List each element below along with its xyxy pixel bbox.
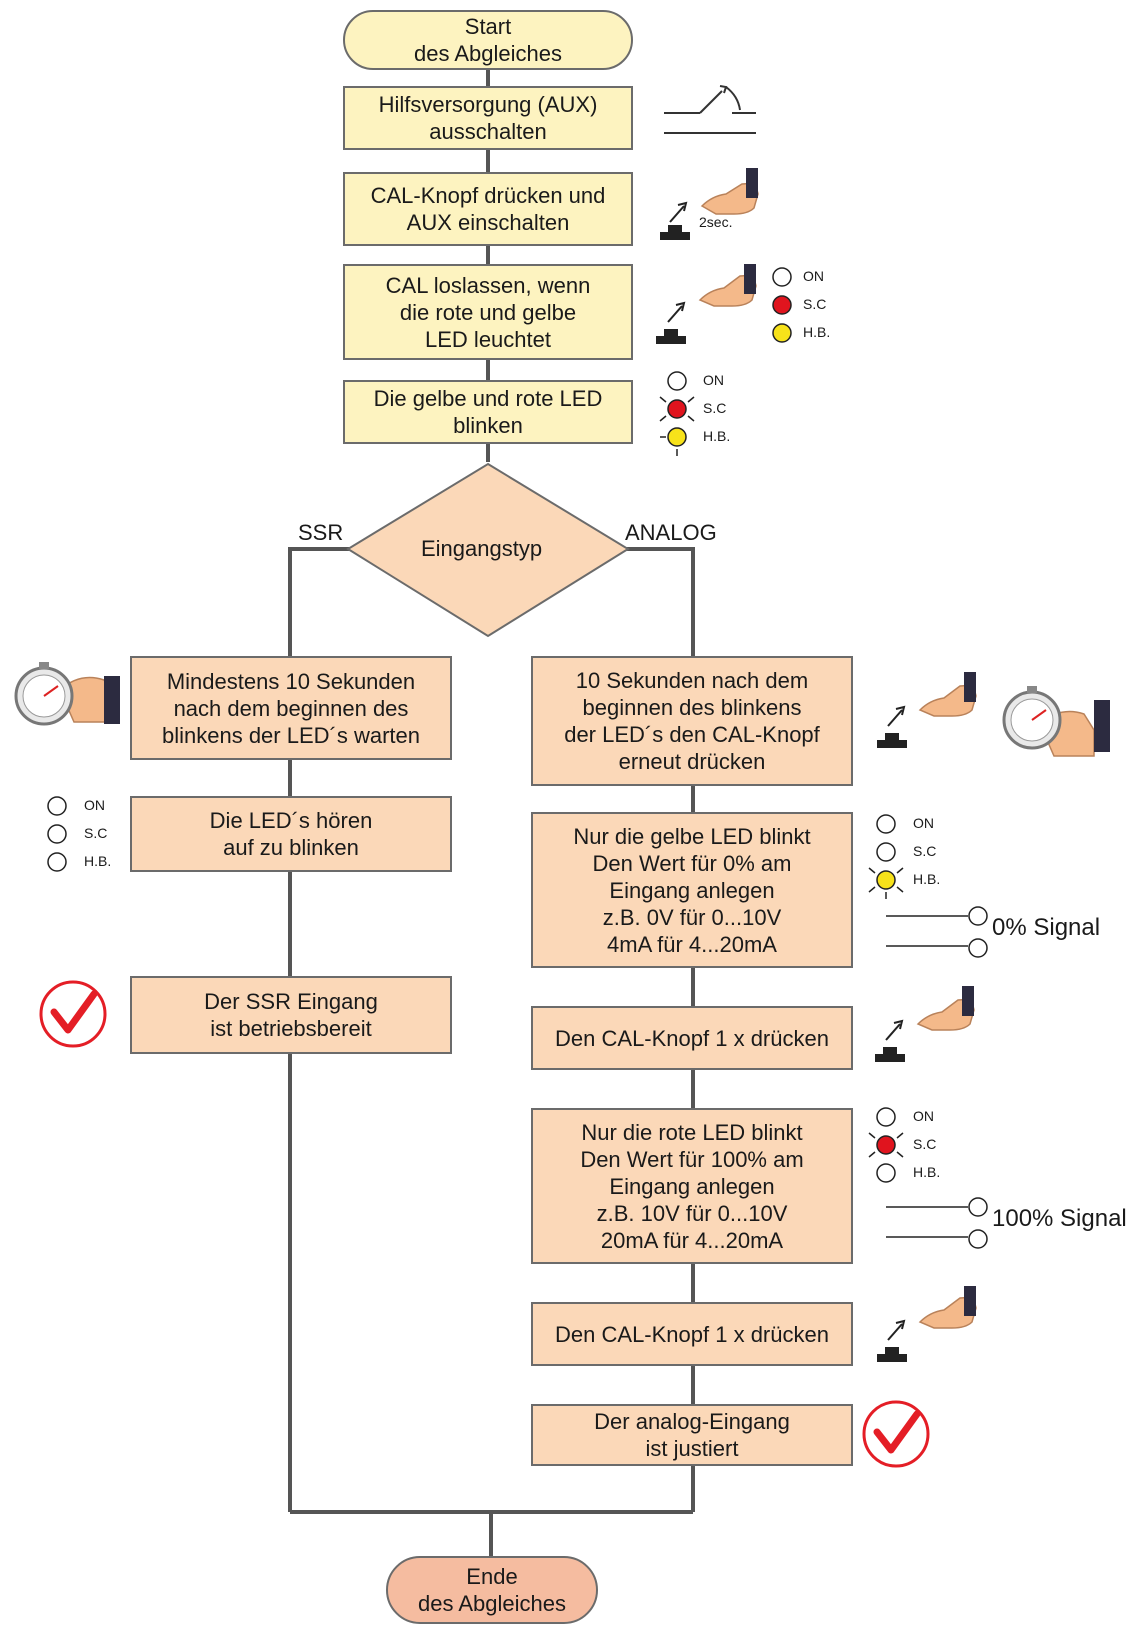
hand-press-icon <box>887 1286 977 1341</box>
end-line1: Ende <box>466 1564 518 1589</box>
start-terminal: Start des Abgleiches <box>343 10 633 70</box>
analog-adjusted-line1: Der analog-Eingang <box>594 1409 790 1434</box>
analog-press-again-line1: 10 Sekunden nach dem <box>575 668 809 693</box>
ssr-ready-step: Der SSR Eingang ist betriebsbereit <box>130 976 452 1054</box>
led-label-sc: S.C <box>84 825 108 841</box>
analog-hundred-line1: Nur die rote LED blinkt <box>581 1119 803 1145</box>
analog-hundred-line3: Eingang anlegen <box>609 1173 775 1199</box>
led-indicator-icon <box>868 814 904 899</box>
analog-zero-line1: Nur die gelbe LED blinkt <box>573 823 811 849</box>
signal-label-zero: 0% Signal <box>992 914 1101 941</box>
led-label-hb: H.B. <box>84 853 112 869</box>
analog-press2-line1: Den CAL-Knopf 1 x drücken <box>555 1321 829 1347</box>
ssr-wait-step: Mindestens 10 Sekunden nach dem beginnen… <box>130 656 452 760</box>
stopwatch-icon <box>14 662 120 726</box>
end-terminal: Ende des Abgleiches <box>386 1556 598 1624</box>
terminal-icon <box>886 906 988 1249</box>
analog-hundred-line5: 20mA für 4...20mA <box>600 1227 784 1253</box>
analog-press2-step: Den CAL-Knopf 1 x drücken <box>531 1302 853 1366</box>
hand-press-icon <box>887 672 977 727</box>
end-line2: des Abgleiches <box>418 1591 566 1616</box>
branch-label-ssr: SSR <box>298 520 344 545</box>
signal-label-hundred: 100% Signal <box>992 1205 1127 1232</box>
led-label-sc: S.C <box>703 400 727 416</box>
checkmark-icon <box>39 980 107 1048</box>
ssr-wait-line3: blinkens der LED´s warten <box>161 722 420 748</box>
hand-press-icon <box>669 168 759 223</box>
led-indicator-icon <box>772 267 792 343</box>
led-label-hb: H.B. <box>703 428 731 444</box>
led-indicator-icon <box>659 371 695 456</box>
analog-press-again-line2: beginnen des blinkens <box>582 695 802 720</box>
step-leds-blink: Die gelbe und rote LED blinken <box>343 380 633 444</box>
step-cal-release-line1: CAL loslassen, wenn <box>385 272 591 298</box>
led-label-sc: S.C <box>913 1136 937 1152</box>
led-indicator-icon <box>868 1107 904 1183</box>
analog-zero-line5: 4mA für 4...20mA <box>607 931 777 957</box>
led-label-on: ON <box>913 815 934 831</box>
analog-press1-line1: Den CAL-Knopf 1 x drücken <box>555 1025 829 1051</box>
analog-zero-line3: Eingang anlegen <box>609 877 775 903</box>
step-cal-press-line1: CAL-Knopf drücken und <box>370 183 606 208</box>
led-label-hb: H.B. <box>913 1164 941 1180</box>
checkmark-icon <box>862 1400 930 1468</box>
analog-zero-line4: z.B. 0V für 0...10V <box>602 904 782 930</box>
led-label-on: ON <box>703 372 724 388</box>
step-cal-press-line2: AUX einschalten <box>406 210 570 235</box>
analog-adjusted-line2: ist justiert <box>645 1436 739 1461</box>
press-duration-label: 2sec. <box>699 214 733 230</box>
start-line2: des Abgleiches <box>414 41 562 66</box>
ssr-stop-line1: Die LED´s hören <box>209 808 373 833</box>
step-aux-off-line2: ausschalten <box>429 119 547 144</box>
led-label-on: ON <box>84 797 105 813</box>
push-button-icon <box>656 225 907 1362</box>
analog-adjusted-step: Der analog-Eingang ist justiert <box>531 1404 853 1466</box>
decision-diamond-shape <box>346 462 630 638</box>
analog-hundred-line2: Den Wert für 100% am <box>580 1146 804 1172</box>
analog-press-again-line4: erneut drücken <box>618 749 766 774</box>
analog-press-again-line3: der LED´s den CAL-Knopf <box>564 722 820 747</box>
led-label-on: ON <box>803 268 824 284</box>
step-leds-blink-line1: Die gelbe und rote LED <box>373 386 603 411</box>
analog-press-again-step: 10 Sekunden nach dem beginnen des blinke… <box>531 656 853 786</box>
ssr-wait-line2: nach dem beginnen des <box>173 695 409 721</box>
ssr-stop-line2: auf zu blinken <box>223 835 359 860</box>
analog-zero-line2: Den Wert für 0% am <box>592 850 792 876</box>
led-label-sc: S.C <box>803 296 827 312</box>
ssr-wait-line1: Mindestens 10 Sekunden <box>166 668 416 694</box>
stopwatch-icon <box>1002 686 1110 757</box>
analog-press1-step: Den CAL-Knopf 1 x drücken <box>531 1006 853 1070</box>
branch-label-analog: ANALOG <box>625 520 717 545</box>
analog-hundred-step: Nur die rote LED blinkt Den Wert für 100… <box>531 1108 853 1264</box>
analog-hundred-line4: z.B. 10V für 0...10V <box>596 1200 788 1226</box>
hand-press-icon <box>667 264 757 323</box>
step-cal-release: CAL loslassen, wenn die rote und gelbe L… <box>343 264 633 360</box>
switch-icon <box>664 85 756 134</box>
ssr-ready-line1: Der SSR Eingang <box>204 989 378 1014</box>
step-cal-release-line3: LED leuchtet <box>425 326 551 352</box>
led-label-hb: H.B. <box>803 324 831 340</box>
step-cal-press: CAL-Knopf drücken und AUX einschalten <box>343 172 633 246</box>
led-label-hb: H.B. <box>913 871 941 887</box>
step-cal-release-line2: die rote und gelbe <box>399 299 577 325</box>
ssr-ready-line2: ist betriebsbereit <box>210 1016 372 1041</box>
led-indicator-icon <box>47 796 67 872</box>
start-line1: Start <box>464 14 512 39</box>
hand-press-icon <box>885 986 975 1041</box>
step-aux-off: Hilfsversorgung (AUX) ausschalten <box>343 86 633 150</box>
decision-label: Eingangstyp <box>421 536 543 561</box>
led-label-sc: S.C <box>913 843 937 859</box>
analog-zero-step: Nur die gelbe LED blinkt Den Wert für 0%… <box>531 812 853 968</box>
step-leds-blink-line2: blinken <box>453 413 523 438</box>
step-aux-off-line1: Hilfsversorgung (AUX) <box>378 92 598 117</box>
led-label-on: ON <box>913 1108 934 1124</box>
ssr-stop-step: Die LED´s hören auf zu blinken <box>130 796 452 872</box>
